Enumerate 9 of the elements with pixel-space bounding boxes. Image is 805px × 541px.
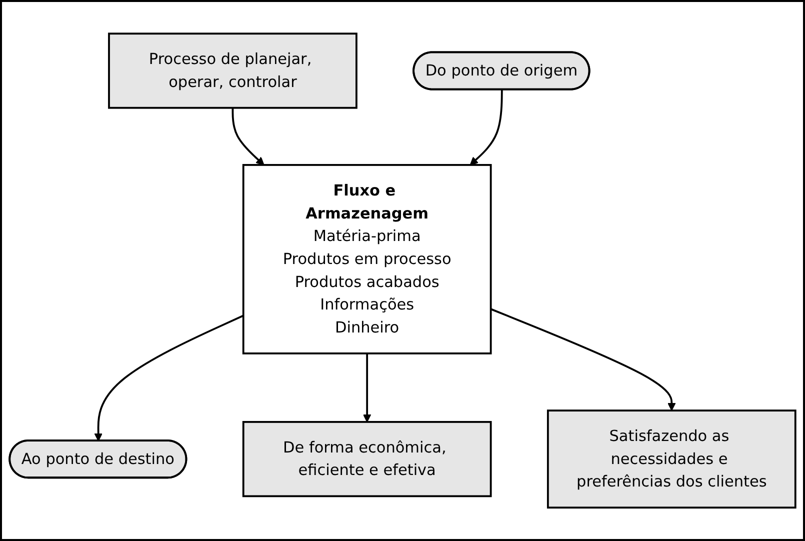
arrow — [94, 314, 244, 442]
node-box: De forma econômica, eficiente e efetiva — [242, 420, 492, 498]
node-box: Fluxo e Armazenagem Matéria-prima Produtos em processo Produtos acabados Informações Dinheiro — [242, 164, 492, 354]
node-box: Satisfazendo as necessidades e preferências dos clientes — [546, 409, 796, 508]
arrow — [232, 108, 264, 166]
arrow — [362, 353, 372, 422]
arrow — [490, 308, 676, 411]
arrow — [470, 90, 503, 166]
node-box: Processo de planejar, operar, controlar — [108, 32, 358, 109]
